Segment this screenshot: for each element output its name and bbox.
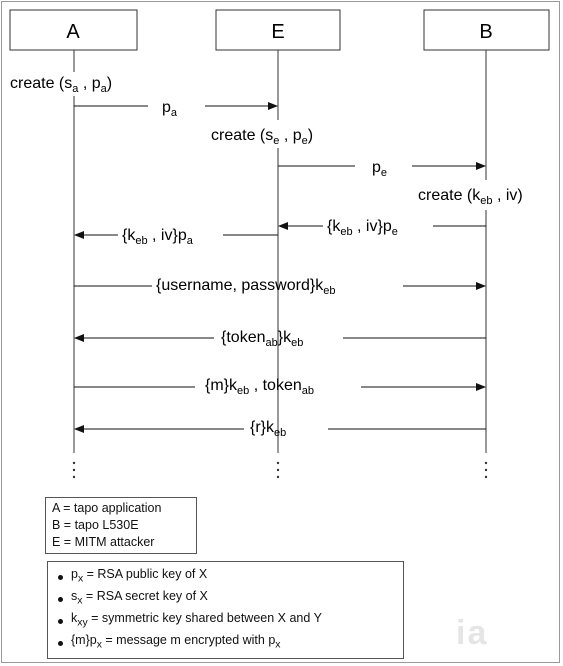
note-create-a: create (sa , pa): [10, 75, 112, 95]
participant-a-label: A: [66, 21, 80, 43]
note-create-b: create (keb , iv): [418, 187, 523, 207]
continuation-dots: [72, 461, 488, 479]
participant-e-label: E: [271, 21, 284, 43]
message-pe: pe: [278, 159, 486, 179]
bullet-icon: [58, 596, 63, 602]
message-m-token-label: {m}keb , tokenab: [205, 377, 314, 397]
legend-e: E = MITM attacker: [52, 535, 155, 549]
message-token-label: {tokenab}keb: [221, 329, 303, 349]
participant-b: B: [423, 9, 550, 51]
message-pe-label: pe: [372, 159, 387, 179]
message-pa-label: pa: [162, 99, 178, 119]
message-keb-iv-pa: {keb , iv}pa: [74, 227, 278, 247]
message-username-password-label: {username, password}keb: [156, 277, 335, 297]
participant-e: E: [215, 9, 341, 51]
watermark-logo: ia: [456, 614, 489, 652]
bullet-icon: [58, 574, 63, 580]
legend-b: B = tapo L530E: [52, 518, 139, 532]
message-pa: pa: [74, 99, 278, 119]
message-r: {r}keb: [74, 419, 486, 439]
message-username-password: {username, password}keb: [74, 277, 486, 297]
participant-b-label: B: [479, 21, 492, 43]
participant-a: A: [9, 9, 138, 51]
legend-key-kxy: kxy = symmetric key shared between X and…: [54, 610, 397, 632]
bullet-icon: [58, 618, 63, 624]
legend-key-sx: sx = RSA secret key of X: [54, 588, 397, 610]
legend-a: A = tapo application: [52, 501, 162, 515]
legend-participants: A = tapo application B = tapo L530E E = …: [45, 497, 197, 554]
message-keb-iv-pe-label: {keb , iv}pe: [327, 218, 398, 238]
message-keb-iv-pe: {keb , iv}pe: [278, 218, 486, 238]
legend-key-mpx: {m}px = message m encrypted with px: [54, 632, 397, 654]
message-r-label: {r}keb: [250, 419, 286, 439]
message-keb-iv-pa-label: {keb , iv}pa: [122, 227, 194, 247]
note-create-e: create (se , pe): [211, 127, 313, 147]
message-m-token: {m}keb , tokenab: [74, 377, 486, 397]
legend-keys: px = RSA public key of X sx = RSA secret…: [47, 561, 404, 659]
message-token: {tokenab}keb: [74, 329, 486, 349]
legend-key-px: px = RSA public key of X: [54, 566, 397, 588]
bullet-icon: [58, 640, 63, 646]
